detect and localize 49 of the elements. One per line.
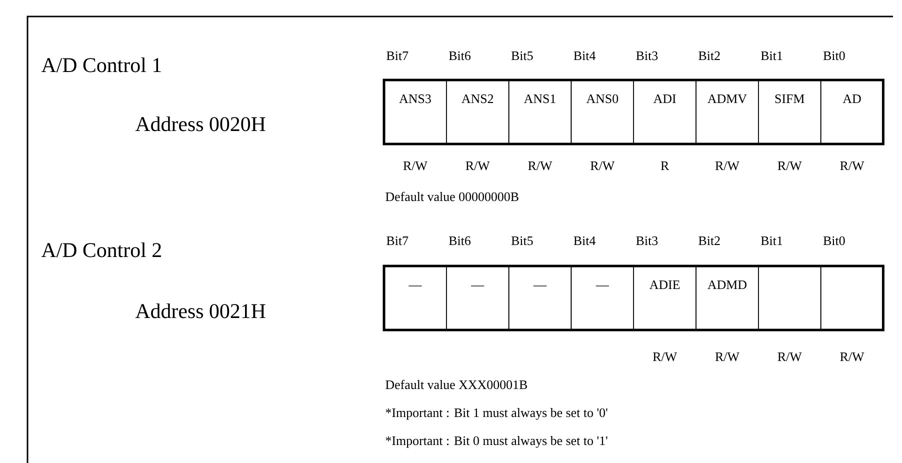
access-label: R/W — [715, 352, 740, 362]
bit-label: Bit5 — [511, 236, 533, 246]
register-cell: ADMV — [696, 80, 759, 144]
register-cell: ANS0 — [570, 80, 634, 144]
register-cell: ANS1 — [508, 80, 572, 144]
register-cell: — — [508, 266, 572, 330]
access-label: R/W — [778, 161, 802, 170]
bit-label: Bit7 — [386, 236, 408, 246]
node-label: ANS3 — [399, 94, 431, 104]
access-label: R/W — [840, 161, 864, 170]
access-label: R/W — [590, 161, 615, 170]
bit-label: Bit7 — [386, 51, 408, 60]
bit-label: Bit0 — [823, 51, 845, 60]
access-label: R/W — [778, 352, 802, 362]
bit-label: Bit3 — [636, 236, 658, 246]
bit-label: Bit3 — [636, 51, 658, 60]
access-label: R/W — [652, 352, 678, 362]
register-cell: ADI — [633, 80, 696, 144]
bit-label: Bit1 — [760, 236, 782, 246]
bit-label: Bit2 — [698, 236, 720, 246]
register-cell: — — [446, 266, 510, 330]
register-name: A/D Control 1 — [41, 57, 161, 72]
address-label: Address 0021H — [135, 303, 266, 318]
register-name: A/D Control 2 — [41, 242, 161, 258]
bit-label: Bit2 — [698, 51, 720, 60]
default-value-note: Default value XXX00001B — [386, 380, 527, 390]
register-cell: AD — [820, 80, 884, 144]
bit-label: Bit5 — [511, 51, 533, 60]
register-cell: — — [570, 266, 634, 330]
access-label: R/W — [840, 352, 864, 362]
register-cell: ADIE — [633, 266, 696, 330]
bit-label: Bit0 — [823, 236, 845, 246]
bit-label: Bit1 — [760, 51, 782, 60]
register-cell: ADMD — [696, 266, 759, 330]
register-cell: SIFM — [758, 80, 822, 144]
access-label: R/W — [528, 161, 552, 170]
bit-label: Bit4 — [574, 51, 596, 60]
access-label: R/W — [715, 161, 740, 170]
default-value-note: Default value 00000000B — [386, 192, 518, 202]
bit-label: Bit4 — [574, 236, 596, 246]
access-label: R/W — [466, 161, 490, 170]
register-cell: ANS2 — [446, 80, 510, 144]
note-text: *Important : Bit 0 must always be set to '1' — [386, 436, 608, 448]
bit-label: Bit6 — [448, 236, 471, 246]
note-text: *Important : Bit 1 must always be set to '0' — [386, 408, 608, 420]
bit-label: Bit6 — [448, 51, 471, 60]
address-label: Address 0020H — [135, 116, 266, 132]
access-label: R — [660, 162, 670, 170]
access-label: R/W — [403, 161, 428, 170]
